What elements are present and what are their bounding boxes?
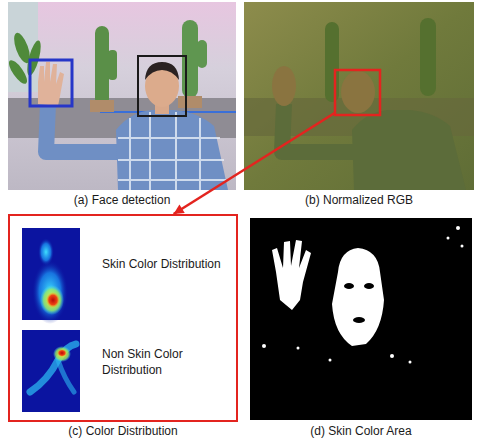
image-panel: (b) Normalized RGB [244, 2, 474, 207]
heatmap-label: Non Skin Color Distribution [102, 346, 222, 378]
heatmap-band [58, 360, 74, 392]
raised-hand [38, 62, 64, 106]
heatmap-peak [46, 292, 60, 308]
mask-speckles [262, 226, 464, 364]
speckle [329, 359, 332, 362]
normalized-background [244, 2, 474, 190]
skin-mask-image [250, 218, 472, 420]
plant-pot [178, 96, 202, 108]
speckle [447, 237, 450, 240]
normalized-face [341, 71, 375, 113]
sample-region-box [335, 70, 380, 115]
office-wall [8, 2, 236, 190]
normalized-cactus [325, 22, 339, 102]
non-skin-heatmap [22, 330, 80, 412]
face-mask [332, 248, 384, 346]
plaid-line [149, 112, 151, 190]
face-detection-box [138, 56, 186, 116]
speckle [461, 245, 464, 248]
cactus [95, 26, 109, 106]
plaid-line [118, 179, 226, 181]
normalized-arm [282, 104, 354, 152]
heatmap-blob [40, 285, 64, 315]
panel-caption: (d) Skin Color Area [244, 424, 478, 438]
plaid-line [118, 137, 220, 139]
panel-caption: (a) Face detection [2, 193, 242, 207]
plaid-shirt [116, 110, 228, 190]
panel-caption: (c) Color Distribution [4, 424, 242, 438]
eye-gap [364, 283, 374, 289]
hand-detection-box [30, 60, 72, 106]
normalized-body [352, 110, 466, 190]
heatmap-ground [22, 330, 80, 412]
speckle [262, 344, 266, 348]
speckle [409, 361, 412, 364]
shirt-plaid [118, 112, 226, 190]
heatmap-label: Skin Color Distribution [102, 256, 222, 272]
raised-arm [46, 104, 120, 152]
framed-panel: Skin Color DistributionNon Skin Color Di… [8, 214, 238, 422]
plant-pot [90, 100, 114, 112]
cactus-arm [197, 40, 207, 68]
cactus [182, 20, 198, 98]
mask-ground [250, 218, 472, 420]
heatmap-blob [53, 346, 71, 362]
speckle [390, 354, 394, 358]
eye-gap [344, 283, 354, 289]
normalized-rgb-photo [244, 2, 474, 190]
heatmap-peak [57, 349, 67, 357]
heatmap-band [30, 344, 76, 392]
face-detection-photo [6, 2, 236, 190]
plaid-line [175, 112, 177, 190]
image-panel: (a) Face detection [8, 2, 236, 207]
cactus-arm [108, 50, 117, 80]
plaid-line [118, 159, 224, 161]
hand-mask [272, 240, 311, 310]
speckle [297, 347, 300, 350]
mouth-gap [353, 317, 365, 323]
panel-caption: (b) Normalized RGB [238, 193, 478, 207]
skin-heatmap [22, 228, 80, 324]
heatmap-blob [32, 260, 68, 324]
plant-leaf [6, 58, 30, 87]
image-panel: (d) Skin Color Area [250, 216, 472, 438]
hair [145, 62, 179, 80]
speckle [456, 226, 460, 230]
normalized-hand [272, 66, 296, 106]
normalized-cactus [420, 18, 436, 96]
